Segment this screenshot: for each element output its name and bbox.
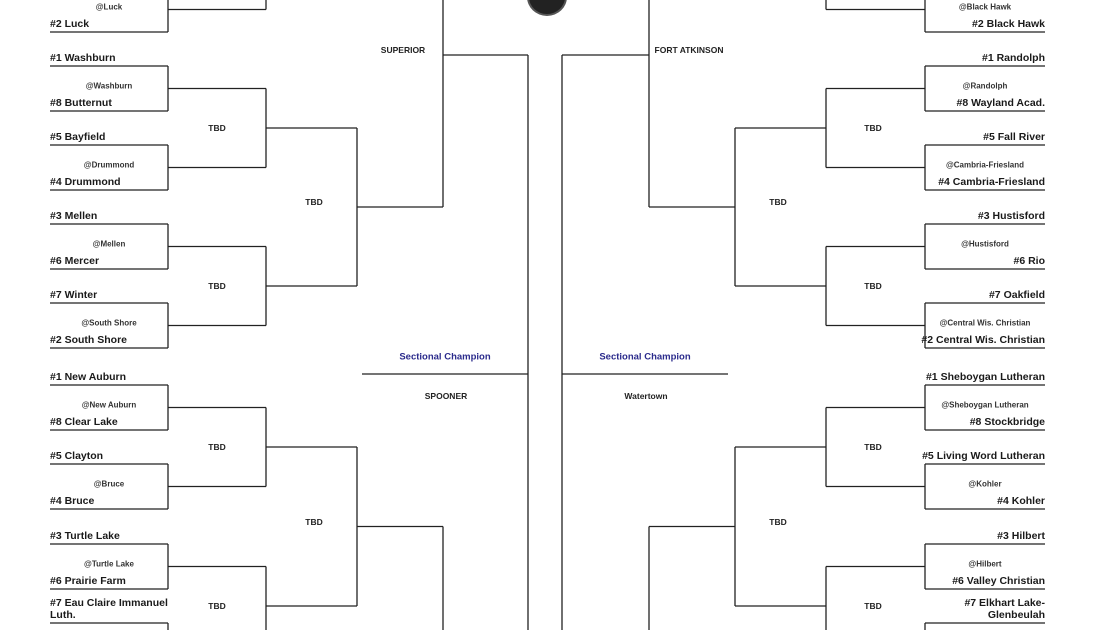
team-name: #2 Black Hawk xyxy=(972,18,1045,30)
game-site: @Turtle Lake xyxy=(84,559,134,568)
team-name: #6 Prairie Farm xyxy=(50,575,126,587)
champion-site: SPOONER xyxy=(424,391,468,401)
tbd-label: TBD xyxy=(208,442,226,452)
team-name: #1 Washburn xyxy=(50,52,116,64)
team-name: #2 South Shore xyxy=(50,334,128,346)
tbd-label: TBD xyxy=(305,516,323,527)
team-name: #5 Clayton xyxy=(50,450,104,462)
tbd-label: TBD xyxy=(864,281,882,291)
game-site: @Luck xyxy=(95,2,123,11)
semifinal-site: SUPERIOR xyxy=(380,45,426,55)
team-name: #4 Cambria-Friesland xyxy=(938,176,1045,188)
team-name: #8 Wayland Acad. xyxy=(956,97,1045,109)
game-site: @Hustisford xyxy=(961,239,1009,248)
game-site: @South Shore xyxy=(81,318,137,327)
game-site: @Central Wis. Christian xyxy=(939,318,1031,327)
game-site: @Hilbert xyxy=(968,559,1002,568)
sectional-champion-label: Sectional Champion xyxy=(599,351,691,363)
team-name: #7 Eau Claire Immanuel Luth. xyxy=(50,597,168,621)
team-name: #3 Turtle Lake xyxy=(50,530,120,542)
team-name: #1 New Auburn xyxy=(50,371,127,383)
team-name: #1 Randolph xyxy=(981,52,1045,64)
game-site: @Mellen xyxy=(92,239,126,248)
game-site: @Bruce xyxy=(93,479,125,488)
game-site: @New Auburn xyxy=(81,400,137,409)
team-name: #7 Elkhart Lake-Glenbeulah xyxy=(964,597,1045,621)
champion-site: Watertown xyxy=(624,391,668,401)
team-name: #5 Living Word Lutheran xyxy=(922,450,1045,462)
team-name: #3 Mellen xyxy=(50,210,98,222)
team-name: #6 Rio xyxy=(1013,255,1045,267)
tbd-label: TBD xyxy=(864,442,882,452)
tbd-label: TBD xyxy=(769,197,787,207)
team-name: #6 Mercer xyxy=(50,255,100,267)
team-name: #8 Stockbridge xyxy=(969,416,1045,428)
game-site: @Black Hawk xyxy=(958,2,1012,11)
team-name: #8 Butternut xyxy=(50,97,112,109)
game-site: @Drummond xyxy=(83,160,135,169)
team-name: #2 Central Wis. Christian xyxy=(921,334,1045,346)
tbd-label: TBD xyxy=(208,123,226,133)
team-name: #7 Winter xyxy=(50,289,98,301)
tbd-label: TBD xyxy=(864,123,882,133)
team-name: #3 Hilbert xyxy=(997,530,1045,542)
tbd-label: TBD xyxy=(208,281,226,291)
team-name: #7 Oakfield xyxy=(988,289,1045,301)
game-site: @Sheboygan Lutheran xyxy=(941,400,1029,409)
game-site: @Washburn xyxy=(85,81,133,90)
team-name: #5 Fall River xyxy=(983,131,1045,143)
team-name: #1 Sheboygan Lutheran xyxy=(925,371,1045,383)
tbd-label: TBD xyxy=(305,197,323,207)
team-name: #5 Bayfield xyxy=(50,131,106,143)
team-name: #2 Luck xyxy=(50,18,90,30)
team-name: #6 Valley Christian xyxy=(952,575,1045,587)
game-site: @Kohler xyxy=(968,479,1002,488)
team-name: #3 Hustisford xyxy=(977,210,1045,222)
game-site: @Randolph xyxy=(962,81,1008,90)
team-name: #8 Clear Lake xyxy=(50,416,118,428)
tbd-label: TBD xyxy=(864,601,882,611)
tbd-label: TBD xyxy=(769,516,787,527)
sectional-champion-label: Sectional Champion xyxy=(399,351,491,363)
game-site: @Cambria-Friesland xyxy=(945,160,1025,169)
tbd-label: TBD xyxy=(208,601,226,611)
semifinal-site: FORT ATKINSON xyxy=(654,45,724,55)
team-name: #4 Drummond xyxy=(50,176,121,188)
team-name: #4 Kohler xyxy=(997,495,1045,507)
team-name: #4 Bruce xyxy=(50,495,95,507)
